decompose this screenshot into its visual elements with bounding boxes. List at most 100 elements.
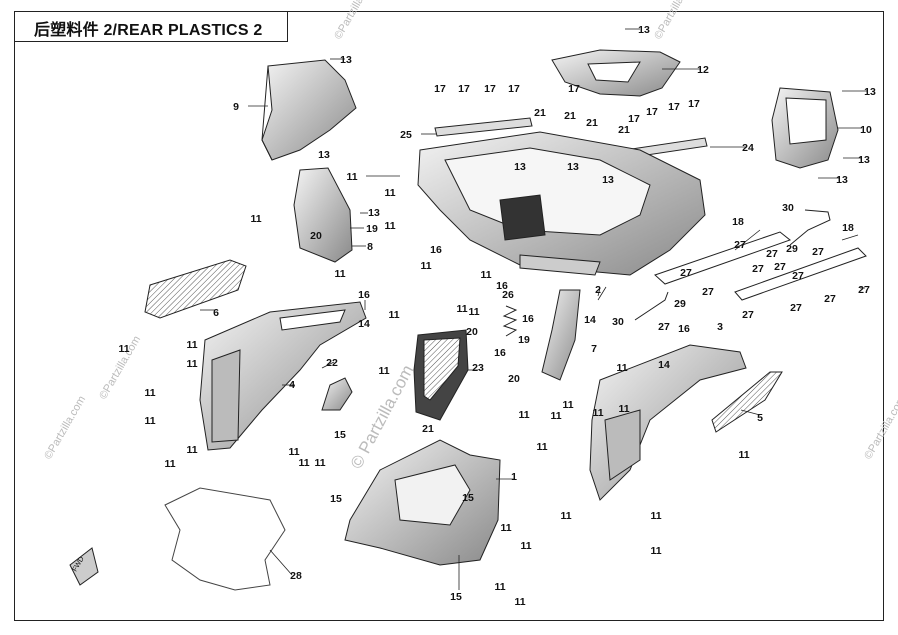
callout-number: 4 [289,379,295,391]
callout-number: 15 [450,591,462,603]
callout-number: 21 [534,107,546,119]
callout-number: 22 [326,357,338,369]
callout-number: 27 [858,284,870,296]
callout-number: 30 [782,202,794,214]
callout-number: 19 [366,223,378,235]
callout-number: 17 [568,83,580,95]
callout-number: 17 [484,83,496,95]
callout-number: 27 [812,246,824,258]
callout-number: 11 [650,545,661,557]
callout-number: 21 [422,423,434,435]
callout-number: 11 [514,596,525,608]
callout-number: 11 [650,510,661,522]
callout-number: 14 [658,359,670,371]
callout-number: 23 [472,362,484,374]
callout-number: 27 [774,261,786,273]
callout-number: 19 [518,334,530,346]
callout-number: 11 [144,415,155,427]
callout-number: 27 [752,263,764,275]
callout-number: 16 [358,289,370,301]
watermark-faint: ©Partzilla.com [652,0,698,42]
part-23-vent-panel [413,329,469,421]
leader-lines [200,28,868,590]
fwd-arrow-icon: FWD [69,547,99,586]
callout-number: 11 [468,306,479,318]
callout-number: 27 [742,309,754,321]
callout-number: 11 [118,343,129,355]
callout-number: 11 [186,339,197,351]
callout-number: 11 [550,410,561,422]
callout-number: 27 [702,286,714,298]
part-4-side-panel [199,301,367,451]
part-25-bracket [434,117,533,137]
callout-number: 13 [368,207,380,219]
callout-number: 13 [864,86,876,98]
diagram-frame [14,11,884,621]
callout-number: 6 [213,307,219,319]
callout-number: 17 [688,98,700,110]
callout-number: 13 [858,154,870,166]
callout-number: 11 [520,540,531,552]
callout-number: 13 [602,174,614,186]
callout-number: 11 [456,303,467,315]
part-3-side-panel [589,344,747,501]
callout-number: 13 [514,161,526,173]
callout-number: 15 [334,429,346,441]
callout-number: 15 [330,493,342,505]
callout-number: 18 [842,222,854,234]
part-7-latch [541,289,581,381]
part-6-shelf [144,259,247,319]
callout-number: 11 [738,449,749,461]
callout-number: 27 [790,302,802,314]
part-12-tray-cover [551,49,681,97]
callout-number: 17 [668,101,680,113]
callout-number: 27 [792,270,804,282]
callout-number: 11 [560,510,571,522]
callout-number: 20 [466,326,478,338]
callout-number: 1 [511,471,517,483]
callout-number: 11 [250,213,261,225]
callout-number: 7 [591,343,597,355]
watermark-faint: ©Partzilla.com [332,0,378,42]
part-18-plates [654,231,867,301]
callout-number: 13 [340,54,352,66]
callout-number: 11 [592,407,603,419]
callout-number: 11 [288,446,299,458]
callout-number: 16 [678,323,690,335]
callout-number: 29 [674,298,686,310]
diagram-title: 后塑料件 2/REAR PLASTICS 2 [34,22,263,39]
callout-number: 21 [586,117,598,129]
callout-number: 5 [757,412,763,424]
callout-number: 27 [734,239,746,251]
watermark-main: © Partzilla.com [347,362,418,472]
callout-number: 16 [496,280,508,292]
callout-number: 30 [612,316,624,328]
callout-number: 20 [310,230,322,242]
part-9-guard [261,59,357,161]
part-5-panel [711,371,783,433]
callout-number: 11 [334,268,345,280]
callout-number: 11 [314,457,325,469]
callout-number: 11 [164,458,175,470]
callout-number: 25 [400,129,412,141]
callout-number: 11 [384,220,395,232]
callout-number: 8 [367,241,373,253]
callout-number: 24 [742,142,754,154]
callout-number: 16 [522,313,534,325]
callout-number: 11 [420,260,431,272]
callout-number: 28 [290,570,302,582]
callout-number: 11 [144,387,155,399]
callout-number: 17 [434,83,446,95]
title-box [14,11,288,42]
callout-number: 17 [458,83,470,95]
callout-number: 11 [616,362,627,374]
callout-number: 11 [186,444,197,456]
part-26-spring [502,305,518,337]
callout-number: 16 [430,244,442,256]
watermark-faint: ©Partzilla.com [862,394,898,462]
callout-number: 11 [186,358,197,370]
callout-number: 17 [646,106,658,118]
callout-number: 11 [518,409,529,421]
callout-number: 2 [595,284,601,296]
